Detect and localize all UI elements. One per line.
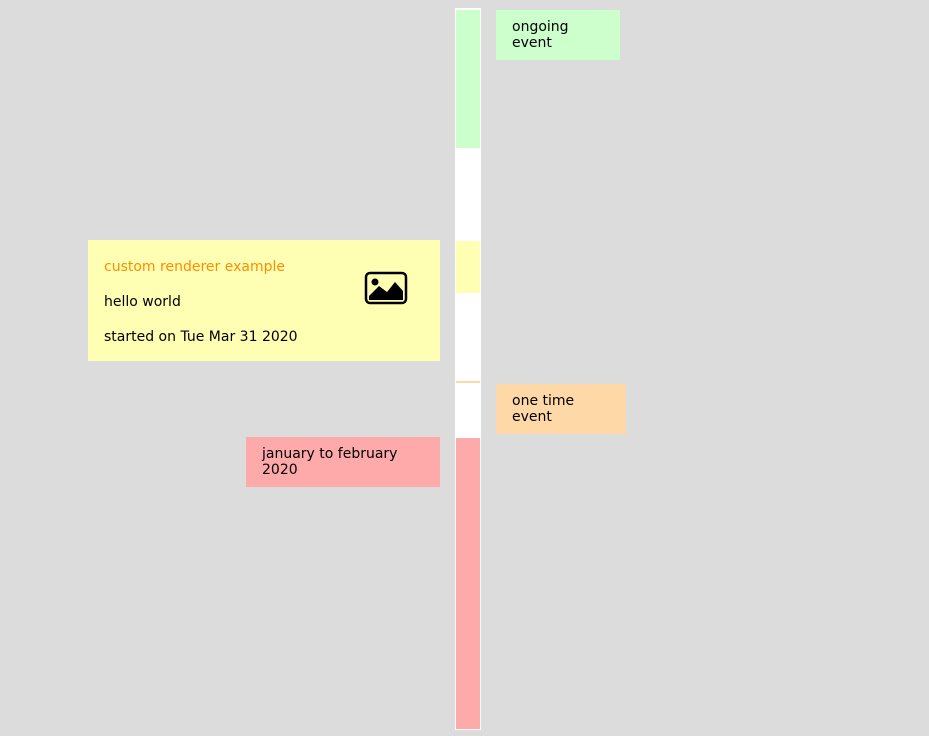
- custom-renderer-body: hello world: [104, 294, 181, 310]
- ongoing-event-label: ongoing event: [512, 19, 569, 51]
- custom-renderer-start-date: started on Tue Mar 31 2020: [104, 329, 298, 345]
- custom-renderer-title: custom renderer example: [104, 259, 285, 275]
- jan-feb-event-card[interactable]: january to february 2020: [246, 437, 440, 487]
- timeline-track: [455, 8, 481, 730]
- custom-renderer-card[interactable]: custom renderer example hello world star…: [88, 240, 440, 361]
- timeline-segment-custom[interactable]: [456, 241, 480, 293]
- timeline-segment-ongoing[interactable]: [456, 10, 480, 148]
- jan-feb-event-label: january to february 2020: [262, 446, 398, 478]
- one-time-event-label: one time event: [512, 393, 575, 425]
- image-icon: [364, 271, 408, 305]
- one-time-event-card[interactable]: one time event: [496, 384, 626, 434]
- timeline-segment-one-time[interactable]: [456, 381, 480, 383]
- ongoing-event-card[interactable]: ongoing event: [496, 10, 620, 60]
- timeline-segment-jan-feb[interactable]: [456, 438, 480, 729]
